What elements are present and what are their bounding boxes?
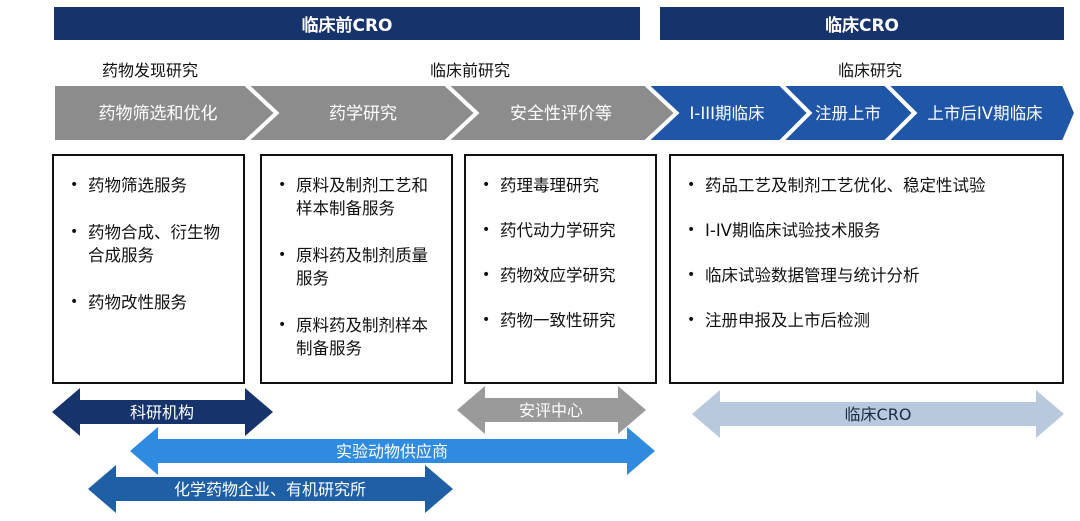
- chevron-label-registration: 注册上市: [815, 104, 881, 123]
- chevron-safety: [445, 84, 677, 142]
- service-item: 药物效应学研究: [478, 264, 645, 287]
- arrow-animal-suppliers: [130, 427, 655, 475]
- service-item: 原料药及制剂样本制备服务: [274, 314, 441, 360]
- phase-discovery-label: 药物发现研究: [101, 61, 198, 80]
- service-item: 原料及制剂工艺和样本制备服务: [274, 174, 441, 220]
- arrow-label-chemical-enterprises: 化学药物企业、有机研究所: [174, 480, 366, 499]
- preclinical-cro-header: 临床前CRO: [54, 7, 640, 40]
- arrow-label-animal-suppliers: 实验动物供应商: [336, 442, 448, 461]
- service-item: 药理毒理研究: [478, 174, 645, 197]
- chevron-label-screening: 药物筛选和优化: [99, 104, 218, 124]
- arrow-label-research-institutes: 科研机构: [130, 403, 194, 422]
- service-box-clinical: 药品工艺及制剂工艺优化、稳定性试验 I-IV期临床试验技术服务 临床试验数据管理…: [669, 154, 1064, 384]
- service-item: 临床试验数据管理与统计分析: [683, 264, 1052, 287]
- service-item: 药物改性服务: [66, 291, 233, 314]
- chevron-pharmaceutics: [245, 84, 477, 142]
- chevron-phase1-3: [645, 84, 810, 142]
- arrow-safety-center: [457, 386, 646, 434]
- service-item: 药物合成、衍生物合成服务: [66, 221, 233, 267]
- chevron-screening: [53, 84, 277, 142]
- chevron-phase4: [885, 84, 1077, 142]
- arrow-chemical-enterprises: [88, 465, 453, 513]
- service-item: 药物一致性研究: [478, 309, 645, 332]
- service-item: 注册申报及上市后检测: [683, 309, 1052, 332]
- chevron-label-phase4: 上市后IV期临床: [927, 104, 1042, 123]
- arrow-research-institutes: [52, 388, 273, 436]
- arrow-label-safety-center: 安评中心: [519, 401, 583, 420]
- service-item: 原料药及制剂质量服务: [274, 244, 441, 290]
- chevron-label-safety: 安全性评价等: [510, 104, 612, 124]
- service-box-safety: 药理毒理研究 药代动力学研究 药物效应学研究 药物一致性研究: [464, 154, 657, 384]
- service-box-discovery: 药物筛选服务 药物合成、衍生物合成服务 药物改性服务: [52, 154, 245, 384]
- service-item: I-IV期临床试验技术服务: [683, 219, 1052, 242]
- chevron-label-phase1-3: I-III期临床: [690, 104, 765, 123]
- phase-preclinical-label: 临床前研究: [429, 61, 510, 80]
- service-item: 药品工艺及制剂工艺优化、稳定性试验: [683, 174, 1052, 197]
- chevron-registration: [780, 84, 915, 142]
- service-item: 药物筛选服务: [66, 174, 233, 197]
- chevron-label-pharmaceutics: 药学研究: [329, 104, 397, 124]
- service-box-pharmaceutics: 原料及制剂工艺和样本制备服务 原料药及制剂质量服务 原料药及制剂样本制备服务: [260, 154, 453, 384]
- arrow-clinical-cro: [692, 390, 1064, 438]
- clinical-cro-header: 临床CRO: [660, 7, 1064, 40]
- phase-clinical-label: 临床研究: [837, 61, 902, 80]
- arrow-label-clinical-cro: 临床CRO: [845, 405, 912, 424]
- service-item: 药代动力学研究: [478, 219, 645, 242]
